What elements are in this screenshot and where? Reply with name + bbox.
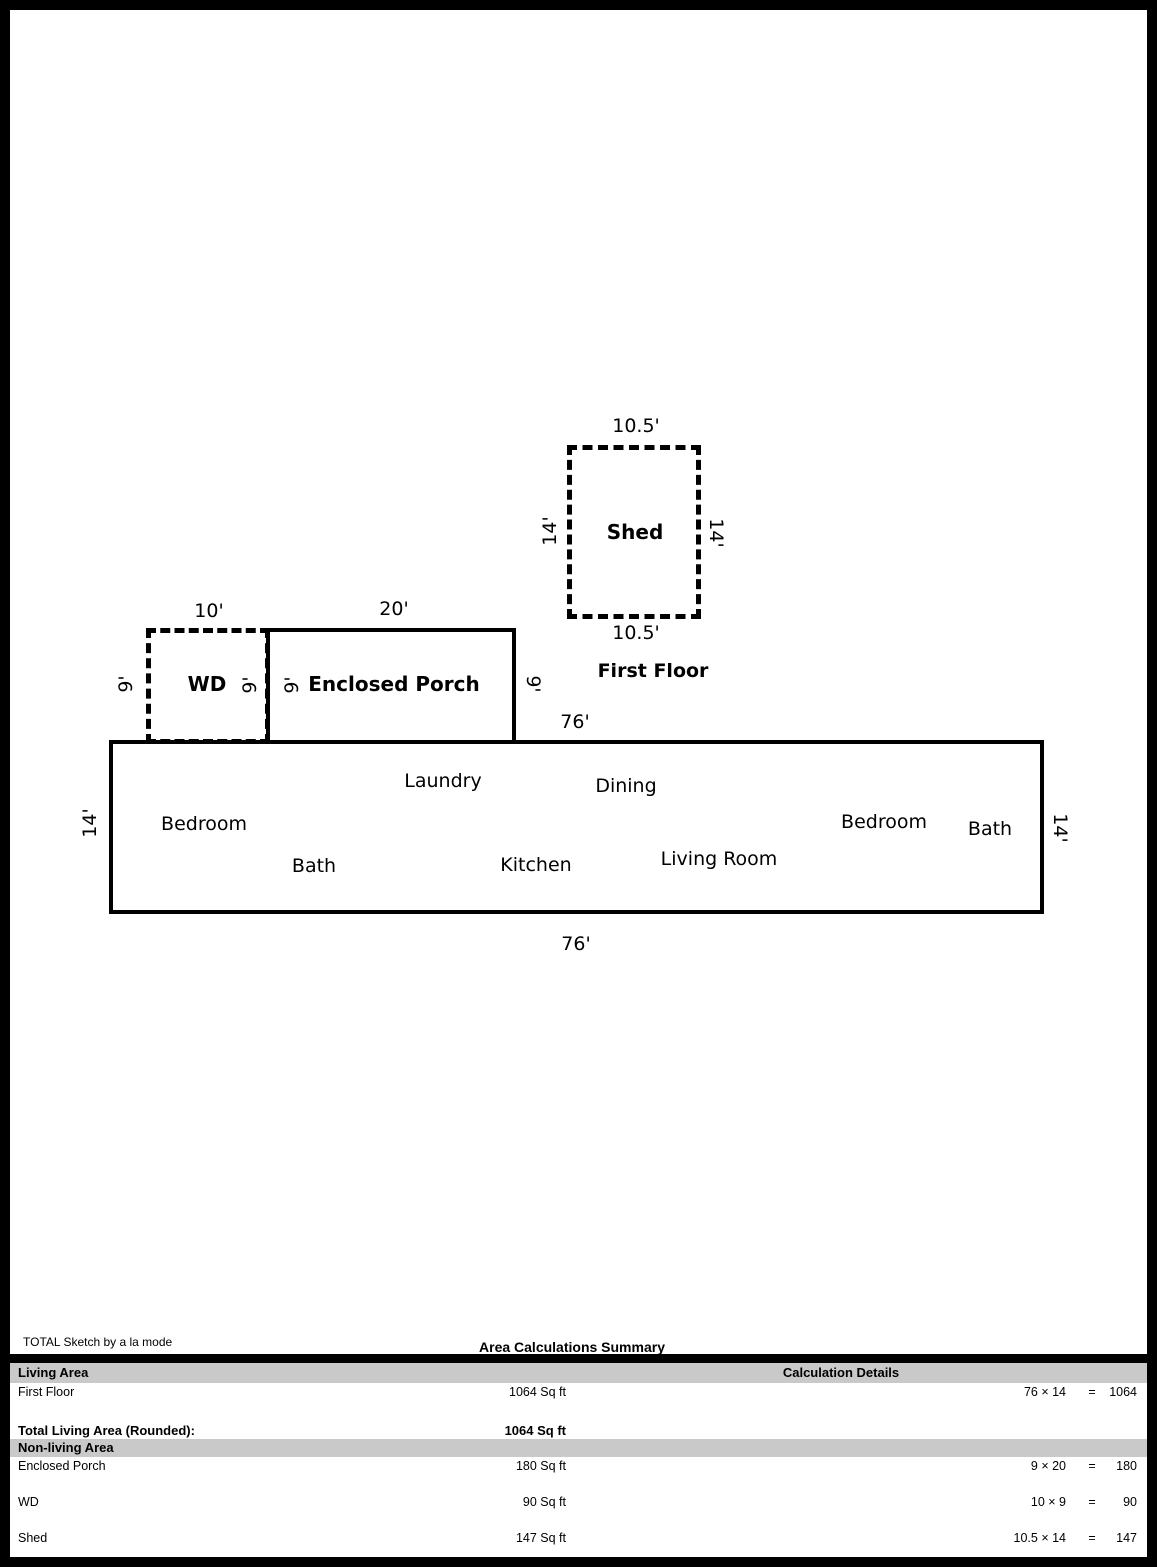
calculation-details-header: Calculation Details	[782, 1365, 900, 1380]
summary-title: Area Calculations Summary	[479, 1339, 665, 1355]
shed-label: Shed	[606, 520, 664, 544]
table-row-enclosed-porch: Enclosed Porch 180 Sq ft 9 × 20 = 180	[10, 1459, 1147, 1475]
row-equals: =	[1088, 1385, 1096, 1399]
shed-dim-top: 10.5'	[612, 415, 660, 437]
total-label: Total Living Area (Rounded):	[18, 1423, 195, 1438]
first-floor-outline	[109, 740, 1044, 914]
row-name: Enclosed Porch	[18, 1459, 106, 1473]
row-equals: =	[1088, 1531, 1096, 1545]
nonliving-area-header-band: Non-living Area	[10, 1439, 1147, 1457]
row-name: WD	[18, 1495, 39, 1509]
row-area: 90 Sq ft	[522, 1495, 566, 1509]
table-row-first-floor: First Floor 1064 Sq ft 76 × 14 = 1064	[10, 1385, 1147, 1401]
table-row-total-living-area: Total Living Area (Rounded): 1064 Sq ft	[10, 1423, 1147, 1439]
first-floor-dim-top: 76'	[560, 711, 590, 733]
room-label-bedroom-right: Bedroom	[841, 811, 927, 833]
total-sketch-brand: TOTAL Sketch by a la mode	[23, 1335, 173, 1349]
row-area: 180 Sq ft	[515, 1459, 566, 1473]
enclosed-porch-label: Enclosed Porch	[308, 672, 480, 696]
row-equals: =	[1088, 1459, 1096, 1473]
row-name: Shed	[18, 1531, 48, 1545]
room-label-bath-left: Bath	[291, 855, 337, 877]
row-area: 1064 Sq ft	[509, 1385, 566, 1399]
nonliving-area-header: Non-living Area	[18, 1440, 114, 1455]
table-row-shed: Shed 147 Sq ft 10.5 × 14 = 147	[10, 1531, 1147, 1547]
row-result: 1064	[1109, 1385, 1137, 1399]
shed-dim-bottom: 10.5'	[612, 622, 660, 644]
row-name: First Floor	[18, 1385, 75, 1399]
row-equals: =	[1088, 1495, 1096, 1509]
wd-dim-top: 10'	[194, 600, 224, 622]
row-expr: 10.5 × 14	[1013, 1531, 1066, 1545]
room-label-living-room: Living Room	[660, 848, 778, 870]
row-expr: 10 × 9	[1030, 1495, 1066, 1509]
row-result: 180	[1116, 1459, 1137, 1473]
room-label-laundry: Laundry	[404, 770, 482, 792]
room-label-bedroom-left: Bedroom	[161, 813, 247, 835]
row-result: 147	[1116, 1531, 1137, 1545]
living-area-header: Living Area	[18, 1365, 89, 1380]
porch-dim-top: 20'	[379, 598, 409, 620]
wd-outline	[146, 628, 270, 744]
area-calculations-summary: TOTAL Sketch by a la mode Area Calculati…	[10, 10, 1147, 1557]
shed-outline	[567, 445, 701, 619]
room-label-kitchen: Kitchen	[500, 854, 572, 876]
enclosed-porch-outline	[266, 628, 516, 744]
first-floor-dim-bottom: 76'	[561, 933, 591, 955]
total-value: 1064 Sq ft	[504, 1423, 566, 1438]
first-floor-caption: First Floor	[597, 660, 709, 682]
wd-label: WD	[187, 672, 227, 696]
room-label-dining: Dining	[595, 775, 657, 797]
row-expr: 76 × 14	[1023, 1385, 1066, 1399]
room-label-bath-right: Bath	[967, 818, 1013, 840]
row-expr: 9 × 20	[1030, 1459, 1066, 1473]
row-area: 147 Sq ft	[515, 1531, 566, 1545]
table-row-wd: WD 90 Sq ft 10 × 9 = 90	[10, 1495, 1147, 1511]
summary-divider-bar	[10, 1354, 1147, 1363]
row-result: 90	[1123, 1495, 1137, 1509]
living-area-header-band: Living Area Calculation Details	[10, 1363, 1147, 1383]
